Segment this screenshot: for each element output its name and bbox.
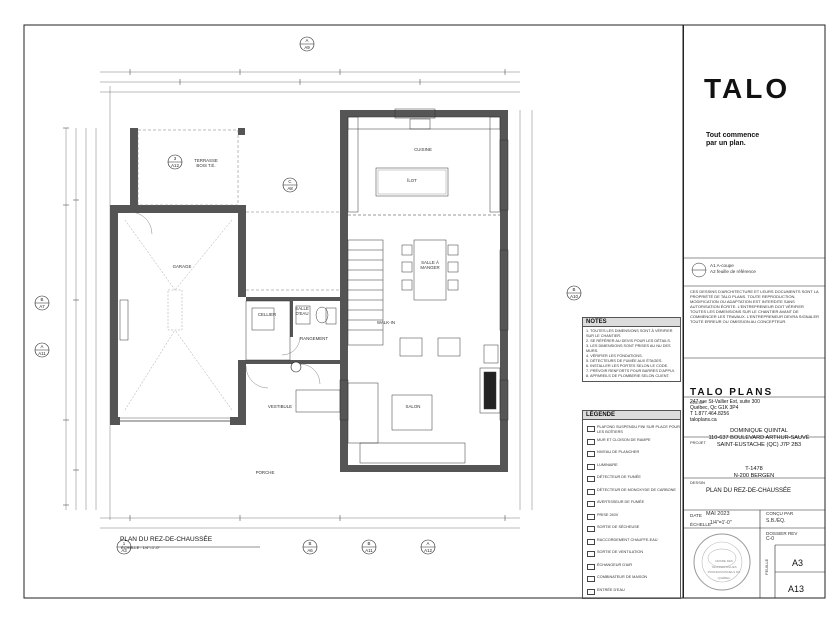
svg-text:A: A (306, 38, 309, 43)
svg-text:A10: A10 (570, 294, 578, 299)
legend-item: DÉTECTEUR DE MONOXYDE DE CARBONE (597, 487, 676, 492)
svg-text:A11: A11 (38, 351, 46, 356)
legend-symbol-icon (587, 438, 595, 445)
svg-text:A12: A12 (424, 548, 432, 553)
room-label-salle-eau: SALLE D'EAU (295, 306, 309, 316)
svg-text:B: B (309, 541, 312, 546)
legend-item: PLAFOND SUSPENDU FINI SUR PLACE POUR LES… (597, 425, 680, 434)
svg-text:A9: A9 (304, 45, 310, 50)
legend-symbol-icon (587, 563, 595, 570)
legend-item: SORTIE DE VENTILATION (597, 550, 644, 554)
firm-address: 247 rue St-Vallier Est, suite 300 Québec… (690, 399, 760, 423)
svg-text:A7: A7 (39, 304, 45, 309)
legend-symbol-icon (587, 588, 595, 595)
drawing-title: PLAN DU REZ-DE-CHAUSSÉE (706, 488, 792, 494)
legend-symbol-icon (587, 426, 595, 432)
legend-symbol-icon (587, 576, 595, 582)
notes-body: 1. TOUTES LES DIMENSIONS SONT À VÉRIFIER… (586, 329, 675, 378)
legend-item: COMBINATEUR DE MAISON (597, 575, 648, 579)
sheet-number: A13 (788, 584, 805, 594)
legend-item: SORTIE DE SÉCHEUSE (597, 525, 640, 529)
room-label-cuisine: CUISINE (414, 147, 432, 152)
legend-symbol-icon (587, 538, 595, 545)
svg-text:1: 1 (123, 541, 126, 546)
room-label-rangement: RANGEMENT (299, 336, 329, 341)
legend-symbol-icon (587, 513, 595, 520)
drawn-label: CONÇU PAR (766, 511, 794, 516)
drawn-value: S.B./ÉQ. (766, 518, 786, 524)
room-label-garage: GARAGE (172, 264, 192, 269)
room-label-vestibule: VESTIBULE (267, 404, 293, 409)
brand-logo: TALO (704, 73, 791, 104)
legend-symbol-icon (587, 551, 595, 557)
scale-label: ÉCHELLE (690, 522, 711, 527)
legend-item: ÉCHANGEUR D'AIR (597, 562, 633, 567)
section-legend-text: A1 A-coupe A2 feuille de référence (710, 263, 756, 274)
sheet-label: FEUILLE (764, 558, 769, 575)
svg-text:C: C (288, 179, 291, 184)
legend-item: LUMINAIRE (597, 462, 618, 467)
svg-text:A3: A3 (121, 548, 127, 553)
legend-symbol-icon (587, 463, 595, 470)
svg-text:3: 3 (174, 156, 177, 161)
legend-symbol-icon (587, 451, 595, 457)
room-label-salle-a-manger: SALLE À MANGER (420, 260, 440, 270)
legend-item: RACCORDEMENT CHAUFFE-EAU (597, 537, 658, 542)
legend-symbol-icon (587, 476, 595, 482)
svg-text:A6: A6 (307, 548, 313, 553)
room-label-cellier: CELLIER (257, 312, 277, 317)
revision-label: DOSSIER REV (766, 531, 798, 536)
brand-tagline: Tout commence par un plan. (706, 132, 760, 147)
legend-symbol-icon (587, 501, 595, 507)
legend-symbol-icon (587, 526, 595, 532)
svg-text:B: B (41, 297, 44, 302)
legend-symbol-icon (587, 488, 595, 495)
project-info: T-1478 N-200 BERGEN (733, 466, 775, 479)
svg-text:B: B (573, 287, 576, 292)
legend-item: DÉTECTEUR DE FUMÉE (597, 475, 641, 479)
title-block: TALO Tout commence par un plan. A1 A-cou… (683, 25, 826, 598)
svg-text:A11: A11 (365, 548, 373, 553)
room-label-ilot: ÎLOT (407, 178, 417, 183)
room-label-porche: PORCHE (255, 470, 275, 475)
legend-item: AVERTISSEUR DE FUMÉE (597, 500, 645, 504)
date-value: MAI 2023 (706, 511, 730, 517)
notes-panel: NOTES 1. TOUTES LES DIMENSIONS SONT À VÉ… (582, 317, 681, 382)
sheet-size: A3 (792, 558, 804, 568)
svg-text:A: A (427, 541, 430, 546)
room-label-salon: SALON (405, 404, 421, 409)
legend-panel: LÉGENDE PLAFOND SUSPENDU FINI SUR PLACE … (582, 410, 681, 599)
svg-text:A8: A8 (287, 186, 293, 191)
plan-title: PLAN DU REZ-DE-CHAUSSÉE (120, 536, 213, 543)
professional-seal: ORDRE DES TECHNOLOGUES PROFESSIONNELS DU… (707, 559, 741, 580)
revision-value: C-0 (766, 536, 775, 542)
client-heading: CLIENT (690, 400, 705, 405)
drawing-heading: DESSIN (690, 480, 705, 485)
room-label-walk-in: WALK-IN (376, 320, 396, 325)
project-heading: PROJET (690, 440, 706, 445)
plan-scale: ÉCHELLE : 1/4"=1'-0" (121, 545, 160, 550)
svg-text:B: B (368, 541, 371, 546)
scale-value: 1/4"=1'-0" (710, 520, 732, 526)
legend-item: NIVEAU DE PLANCHER (597, 450, 640, 454)
firm-name: TALO PLANS (690, 387, 774, 398)
notes-heading: NOTES (583, 318, 680, 327)
svg-text:A12: A12 (171, 163, 179, 168)
date-label: DATE (690, 513, 702, 518)
legend-item: MUR ET CLOISON DE RAMPE (597, 437, 651, 442)
svg-text:A: A (41, 344, 44, 349)
client-info: DOMINIQUE QUINTAL 110-637 BOULEVARD ARTH… (708, 428, 810, 448)
disclaimer-text: CES DESSINS D'ARCHITECTURE ET LEURS DOCU… (690, 289, 820, 324)
legend-item: PRISE 240V (597, 512, 619, 517)
room-label-terrasse: TERRASSE BOIS T.É. (194, 158, 218, 168)
legend-heading: LÉGENDE (583, 411, 680, 420)
legend-item: ENTRÉE D'EAU (597, 587, 625, 592)
